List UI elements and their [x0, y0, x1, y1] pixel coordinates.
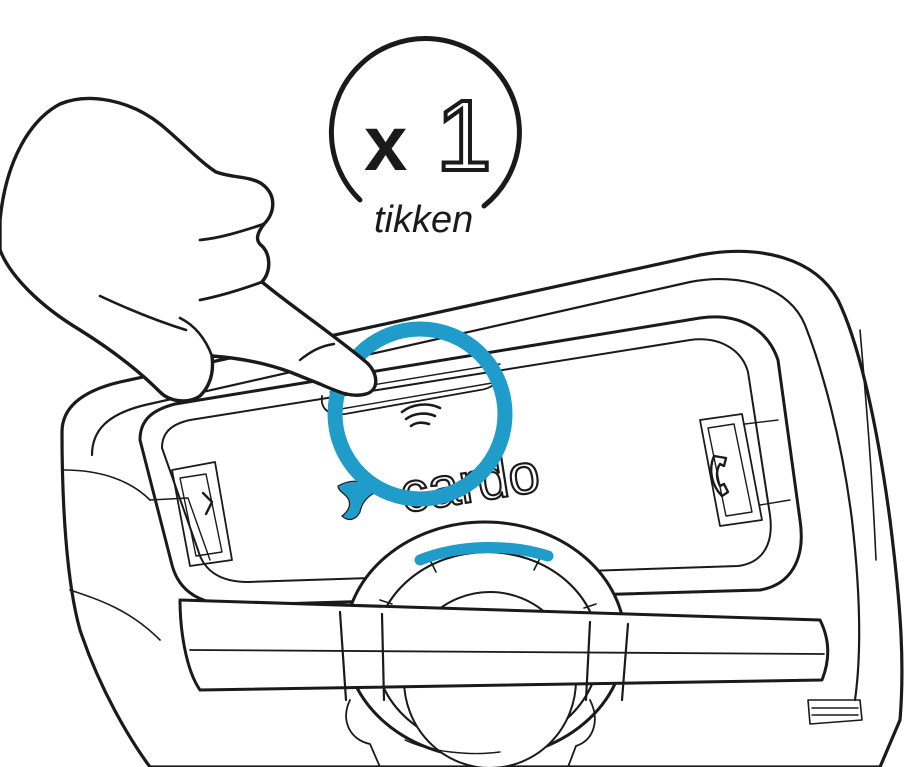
tap-count-badge: x 1 tikken [331, 38, 519, 241]
tap-action-label: tikken [374, 199, 473, 241]
tap-multiplier: x [364, 99, 407, 187]
tap-count: 1 [436, 80, 492, 192]
pointing-hand-icon [0, 98, 376, 400]
